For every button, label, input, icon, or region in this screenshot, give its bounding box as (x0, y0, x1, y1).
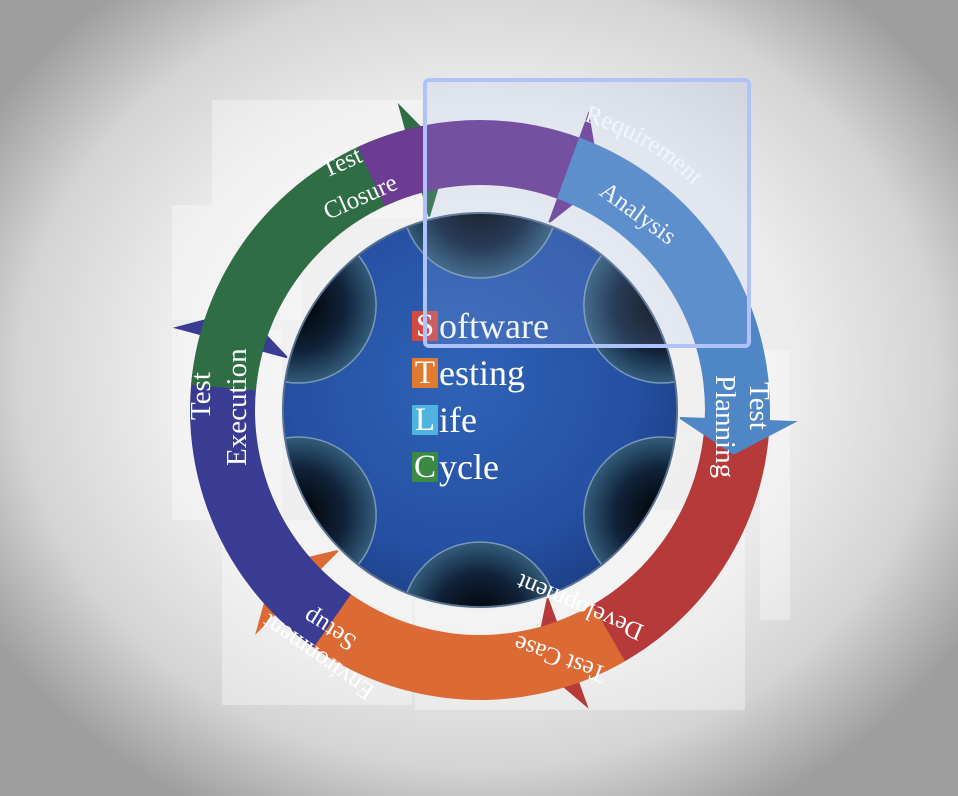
label-test-execution-1: Test (185, 372, 217, 420)
selection-highlight-box[interactable] (423, 78, 751, 348)
segment-environment-setup (172, 309, 351, 648)
disc-cutout-1 (401, 214, 559, 279)
cycle-ring (172, 102, 798, 709)
segment-requirement-analysis (556, 137, 798, 455)
disc-cutout-4 (401, 541, 559, 606)
word-rest-cycle: ycle (439, 447, 499, 487)
initial-l: L (412, 404, 438, 437)
word-rest-software: oftware (439, 306, 549, 346)
word-rest-testing: esting (439, 353, 525, 393)
label-test-planning-1: Test (743, 382, 775, 430)
initial-t: T (412, 357, 438, 390)
label-test-execution-2: Execution (221, 348, 253, 466)
segment-test-closure (357, 111, 601, 225)
initial-s: S (412, 310, 438, 343)
word-rest-life: ife (439, 400, 477, 440)
label-test-planning-2: Planning (709, 375, 741, 478)
initial-c: C (412, 449, 438, 485)
segment-test-case-development (255, 549, 625, 700)
